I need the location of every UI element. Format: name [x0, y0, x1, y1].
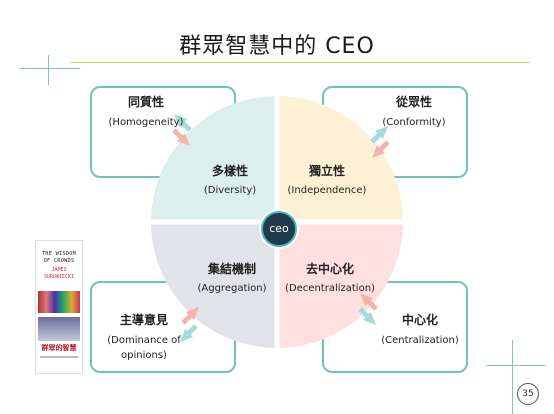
- deco-line-bottom-right-vertical: [512, 340, 513, 414]
- book-cover-art: [38, 291, 80, 313]
- title-underline: [70, 62, 530, 63]
- box-dominance-label: 主導意見 (Dominance of opinions): [98, 313, 190, 363]
- quadrant-diversity-shape: [151, 96, 277, 222]
- ceo-badge: ceo: [261, 211, 297, 247]
- deco-line-top-left: [20, 68, 80, 69]
- arrow-pink-to-diversity: [172, 128, 190, 146]
- quadrant-diversity-label: 多樣性 (Diversity): [190, 164, 270, 198]
- quadrant-aggregation-label: 集結機制 (Aggregation): [190, 262, 274, 296]
- box-homogeneity-label: 同質性 (Homogeneity): [98, 95, 194, 130]
- arrow-pink-to-decentralization: [360, 293, 378, 311]
- box-centralization-en: (Centralization): [381, 335, 459, 346]
- arrow-pink-to-aggregation: [181, 307, 199, 325]
- deco-line-bottom-right: [486, 365, 546, 366]
- book-cover-image: THE WISDOM OF CROWDS JAMES SUROWIECKI 群眾…: [35, 240, 83, 374]
- arrow-pink-to-independence: [372, 140, 390, 158]
- box-dominance-zh: 主導意見: [119, 313, 168, 327]
- quadrant-independence-en: (Independence): [287, 185, 367, 196]
- box-centralization-label: 中心化 (Centralization): [372, 313, 468, 348]
- arrow-teal-to-homogeneity: [174, 114, 192, 132]
- box-homogeneity-en: (Homogeneity): [108, 117, 184, 128]
- quadrant-decentralization-label: 去中心化 (Decentralization): [280, 262, 380, 296]
- book-title-line1: THE WISDOM: [41, 251, 77, 257]
- box-dominance-en-line2: opinions): [121, 350, 167, 361]
- box-centralization-zh: 中心化: [401, 313, 438, 327]
- arrow-teal-to-conformity: [370, 126, 388, 144]
- book-chinese-title: 群眾的智慧: [41, 344, 77, 352]
- book-author-line1: JAMES: [51, 267, 67, 273]
- book-cover-photo: [38, 317, 80, 341]
- quadrant-decentralization-shape: [277, 222, 403, 348]
- quadrant-independence-label: 獨立性 (Independence): [282, 164, 372, 198]
- box-conformity-zh: 從眾性: [395, 95, 432, 109]
- book-author-line2: SUROWIECKI: [43, 274, 75, 280]
- box-conformity-label: 從眾性 (Conformity): [368, 95, 460, 130]
- box-conformity-en: (Conformity): [382, 117, 446, 128]
- arrow-teal-to-centralization: [358, 307, 376, 325]
- deco-line-top-left-vertical: [48, 55, 49, 85]
- quadrant-aggregation-shape: [151, 222, 277, 348]
- quadrant-independence-shape: [277, 96, 403, 222]
- quadrant-diversity-zh: 多樣性: [211, 164, 248, 178]
- book-title: THE WISDOM OF CROWDS: [36, 251, 82, 264]
- book-fine-print: [40, 356, 78, 358]
- book-title-line2: OF CROWDS: [43, 257, 75, 264]
- arrow-teal-to-dominance: [180, 324, 198, 342]
- box-homogeneity-zh: 同質性: [127, 95, 164, 109]
- quadrant-aggregation-zh: 集結機制: [207, 262, 256, 276]
- quadrant-decentralization-en: (Decentralization): [285, 283, 375, 294]
- slide-title: 群眾智慧中的 CEO: [179, 34, 375, 59]
- quadrant-independence-zh: 獨立性: [308, 164, 345, 178]
- book-author: JAMES SUROWIECKI: [36, 267, 82, 281]
- box-dominance-en-line1: (Dominance of: [107, 335, 181, 346]
- page-number: 35: [517, 383, 539, 405]
- quadrant-decentralization-zh: 去中心化: [305, 262, 354, 276]
- quadrant-aggregation-en: (Aggregation): [197, 283, 267, 294]
- quadrant-diversity-en: (Diversity): [203, 185, 257, 196]
